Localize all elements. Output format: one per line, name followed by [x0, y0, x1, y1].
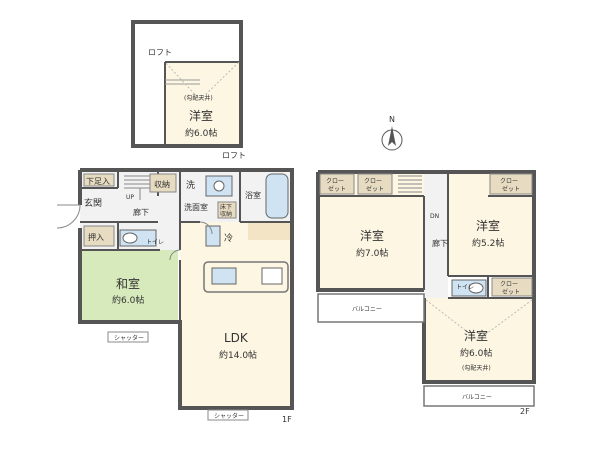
washitsu-area: 約6.0帖 [112, 294, 144, 306]
loft-bottom-label: ロフト [222, 151, 246, 160]
roka-label-2f: 廊下 [432, 238, 448, 248]
oshiire-label: 押入 [88, 232, 104, 242]
ldk-area: 約14.0帖 [219, 349, 257, 361]
yokushitsu-label: 浴室 [245, 190, 261, 200]
ldk-door [169, 249, 181, 261]
closet-1-label-1: クロー [326, 178, 344, 185]
shoe-cabinet [83, 173, 115, 187]
loft-slope-line [164, 61, 201, 101]
closet-4-label-1: クロー [500, 281, 518, 288]
loft-ceiling-note: (勾配天井) [184, 94, 213, 102]
fridge-space [205, 225, 221, 247]
floor1-outer-wall [78, 168, 294, 410]
senmenshitsu-label: 洗面室 [184, 202, 208, 212]
closet-3 [489, 173, 533, 195]
shutter-label-left: シャッター [114, 334, 144, 342]
kitchen-stove [261, 267, 283, 285]
slope-line [425, 299, 479, 341]
floor2-outer-wall [316, 172, 424, 292]
toilet-label-1f: トイレ [146, 239, 164, 246]
room-b-name: 洋室 [476, 218, 500, 233]
loft-room-name: 洋室 [189, 108, 213, 123]
shutter-box-left [107, 331, 149, 343]
compass-arrow-icon [388, 126, 396, 146]
room-b-area: 約5.2帖 [472, 237, 504, 249]
loft-room-area: 約6.0帖 [185, 127, 217, 139]
dn-label: DN [430, 213, 439, 220]
washitsu-floor [80, 250, 178, 322]
closet-3-label-1: クロー [500, 178, 518, 185]
room-c-area: 約6.0帖 [460, 347, 492, 359]
floor1-label: 1F [282, 415, 292, 424]
balcony-bottom-label: バルコニー [462, 394, 492, 401]
bathtub [265, 173, 289, 219]
toilet-bowl-2f [468, 282, 484, 294]
closet-1 [319, 173, 355, 195]
toilet-label-2f: トイレ [456, 284, 474, 291]
sen-label: 洗 [186, 179, 195, 191]
entrance-door [56, 204, 81, 229]
balcony-top-label: バルコニー [352, 306, 382, 313]
shuno-closet [149, 173, 177, 193]
rei-label: 冷 [224, 232, 233, 244]
washbasin-bowl [213, 180, 225, 192]
floor-2: 洋室 約7.0帖 洋室 約5.2帖 洋室 約6.0帖 (勾配天井) クロー ゼッ… [316, 170, 536, 416]
toilet-bowl [122, 232, 138, 244]
closet-2 [357, 173, 393, 195]
kitchen-sink [211, 267, 237, 285]
room-c-name: 洋室 [464, 328, 488, 343]
genkan-label: 玄関 [84, 197, 102, 209]
balcony-top [317, 293, 425, 323]
shutter-label-bottom: シャッター [214, 412, 244, 420]
compass-label: N [389, 115, 395, 124]
shuno-label: 収納 [154, 179, 170, 189]
compass: N [381, 115, 403, 151]
up-label: UP [126, 194, 134, 201]
senmen-door [199, 221, 213, 235]
roka-label-1f: 廊下 [133, 207, 149, 217]
ldk-floor [180, 222, 292, 408]
underfloor-storage [217, 201, 237, 219]
closet-2-label-2: ゼット [366, 185, 384, 193]
yukashita-label-1: 床下 [220, 203, 232, 211]
shitaashi-label: 下足入 [86, 177, 110, 186]
kitchen-counter [203, 261, 289, 293]
room-a-name: 洋室 [360, 228, 384, 243]
closet-4-label-2: ゼット [502, 288, 520, 296]
floor2-stairs [398, 175, 422, 193]
loft-level: ロフト ロフト (勾配天井) 洋室 約6.0帖 [131, 20, 246, 160]
room-a-area: 約7.0帖 [356, 247, 388, 259]
closet-2-label-1: クロー [364, 178, 382, 185]
washitsu-name: 和室 [116, 276, 140, 291]
balcony-bottom [423, 385, 535, 407]
kitchen-floor [248, 222, 290, 240]
closet-1-label-2: ゼット [328, 185, 346, 193]
loft-slope-line [199, 61, 240, 101]
loft-top-label: ロフト [148, 48, 172, 57]
ldk-name: LDK [224, 331, 249, 345]
floor2-label: 2F [520, 407, 530, 416]
hall-floor-2f [424, 172, 448, 298]
floor-1: LDK 約14.0帖 和室 約6.0帖 玄関 下足入 UP 収納 廊下 押入 ト… [56, 168, 294, 424]
room-c-ceiling-note: (勾配天井) [462, 364, 491, 372]
closet-3-label-2: ゼット [502, 185, 520, 193]
oshiire-closet [83, 225, 115, 247]
floor2-outer-wall [318, 170, 536, 384]
shutter-box-bottom [207, 409, 249, 421]
closet-4 [491, 277, 533, 297]
slope-line [477, 299, 533, 341]
yukashita-label-2: 収納 [220, 210, 232, 218]
